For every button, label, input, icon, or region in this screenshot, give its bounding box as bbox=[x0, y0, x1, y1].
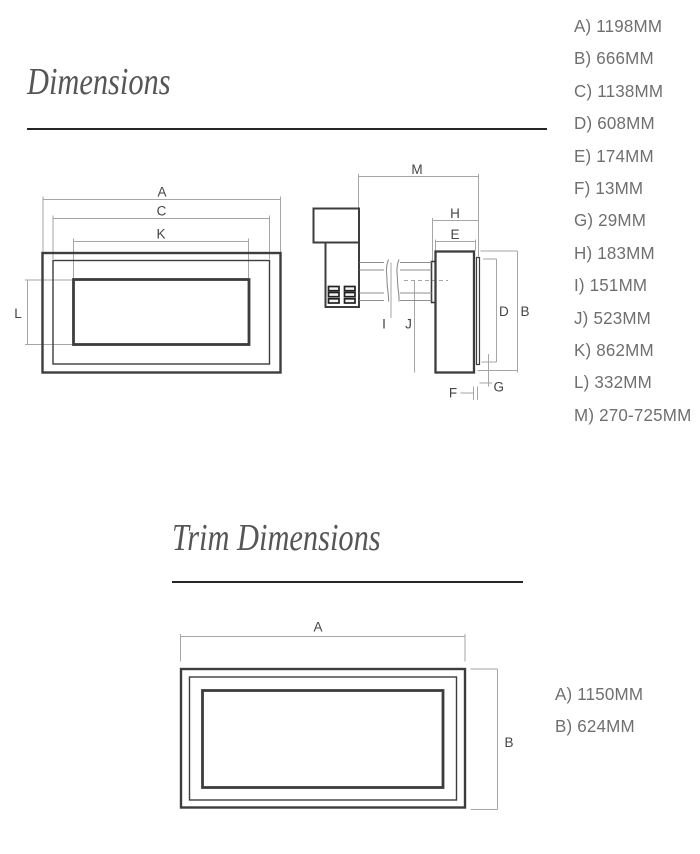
dim-line-b bbox=[477, 250, 518, 373]
trim-dimensions-list: A) 1150MM B) 624MM bbox=[555, 679, 646, 742]
dimension-list-item: M) 270-725MM bbox=[574, 404, 692, 425]
dim-line-trim-b bbox=[470, 668, 498, 810]
dim-line-f bbox=[460, 386, 478, 400]
dimension-list-item: J) 523MM bbox=[574, 307, 652, 328]
side-label-h: H bbox=[450, 206, 460, 221]
side-view-labels: M H E B D I J G F bbox=[382, 162, 529, 401]
vent-slot bbox=[327, 291, 340, 298]
trim-label-a: A bbox=[313, 620, 322, 635]
side-label-b: B bbox=[521, 304, 530, 319]
front-trim-strip bbox=[475, 256, 481, 366]
dimensions-divider bbox=[27, 128, 547, 130]
front-opening-frame bbox=[72, 278, 251, 346]
trim-divider bbox=[172, 581, 523, 583]
dimension-list-item: H) 183MM bbox=[574, 242, 655, 263]
dimension-list-item: I) 151MM bbox=[574, 275, 648, 296]
pipe-break-curve bbox=[385, 259, 390, 302]
vent-slots bbox=[327, 285, 356, 304]
front-view-drawing: A C K L bbox=[14, 185, 282, 374]
dimensions-list: A) 1198MM B) 666MM C) 1138MM D) 608MM E)… bbox=[574, 10, 695, 431]
trim-list-item: B) 624MM bbox=[555, 715, 635, 736]
dimension-list-item: B) 666MM bbox=[574, 48, 654, 69]
front-middle-frame bbox=[52, 259, 271, 365]
dim-line-trim-a bbox=[180, 634, 466, 662]
dimension-list-item: F) 13MM bbox=[574, 177, 644, 198]
side-label-d: D bbox=[499, 304, 509, 319]
telescopic-flue bbox=[359, 259, 432, 302]
vent-slot bbox=[327, 297, 340, 304]
side-view-drawing: M H E B D I J G F bbox=[312, 162, 530, 401]
trim-view-frames bbox=[179, 667, 467, 809]
front-label-k: K bbox=[156, 227, 165, 242]
wall-mount-box bbox=[312, 207, 360, 244]
firebox-body bbox=[434, 250, 476, 374]
vent-slot bbox=[327, 285, 340, 292]
trim-view-labels: A B bbox=[313, 620, 513, 751]
dim-line-k bbox=[73, 238, 249, 278]
trim-list-item: A) 1150MM bbox=[555, 684, 644, 704]
dim-line-g bbox=[479, 354, 492, 387]
vent-slot bbox=[343, 297, 356, 304]
vent-slot bbox=[343, 285, 356, 292]
side-view-dimension-lines bbox=[358, 174, 518, 400]
trim-view-drawing: A B bbox=[179, 620, 514, 810]
dim-line-l bbox=[25, 279, 73, 345]
front-label-c: C bbox=[157, 204, 167, 219]
dimensions-title: Dimensions bbox=[27, 61, 171, 103]
dimension-list-item: K) 862MM bbox=[574, 339, 654, 360]
side-view-body-parts bbox=[312, 207, 481, 374]
vent-slot bbox=[343, 291, 356, 298]
side-label-m: M bbox=[411, 162, 422, 177]
wall-mount-column bbox=[324, 241, 360, 308]
dim-line-h bbox=[432, 218, 479, 261]
trim-middle-frame bbox=[188, 676, 458, 801]
dimension-list-item: E) 174MM bbox=[574, 145, 654, 166]
front-view-labels: A C K L bbox=[14, 185, 166, 322]
side-label-j: J bbox=[405, 317, 412, 332]
dimension-list-item: A) 1198MM bbox=[574, 16, 663, 36]
flue-lines bbox=[359, 261, 432, 302]
side-label-e: E bbox=[450, 227, 459, 242]
trim-dimensions-title: Trim Dimensions bbox=[172, 517, 381, 559]
side-label-g: G bbox=[494, 380, 505, 395]
pipe-break-curve bbox=[396, 259, 400, 302]
dim-line-a bbox=[42, 196, 281, 252]
side-label-i: I bbox=[382, 317, 386, 332]
dim-line-c bbox=[52, 215, 270, 259]
front-view-frames bbox=[41, 251, 282, 374]
trim-opening-frame bbox=[201, 689, 445, 789]
front-label-l: L bbox=[14, 306, 22, 321]
trim-outer-frame bbox=[179, 667, 467, 809]
dim-line-d bbox=[481, 258, 497, 363]
trim-label-b: B bbox=[505, 735, 514, 750]
front-label-a: A bbox=[157, 185, 166, 200]
front-view-dimension-lines bbox=[25, 196, 281, 345]
dimension-list-item: L) 332MM bbox=[574, 372, 652, 393]
trim-view-dimension-lines bbox=[180, 634, 498, 810]
dimension-list-item: G) 29MM bbox=[574, 210, 647, 231]
dim-line-e bbox=[435, 239, 476, 251]
dim-line-m bbox=[358, 174, 479, 257]
dimension-list-item: D) 608MM bbox=[574, 113, 655, 134]
front-outer-frame bbox=[41, 251, 282, 374]
dimension-list-item: C) 1138MM bbox=[574, 80, 664, 101]
side-label-f: F bbox=[449, 386, 457, 401]
